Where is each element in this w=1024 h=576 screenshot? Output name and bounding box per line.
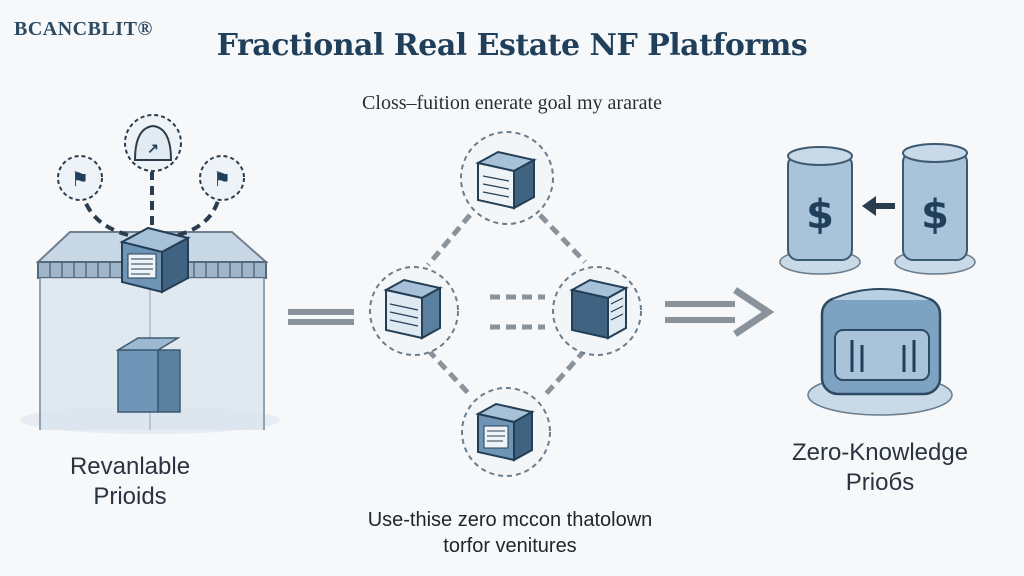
left-label-line2: Prioids bbox=[93, 483, 167, 510]
brand-logo: BCANCBLIT® bbox=[14, 18, 153, 40]
right-label-line1: Zero-Knowledge bbox=[791, 439, 969, 466]
coin-left: $ bbox=[779, 146, 861, 275]
left-label: Revanlable Prioids bbox=[30, 452, 230, 512]
page-title: Fractional Real Estate NF Platforms bbox=[216, 28, 808, 63]
network-node-right bbox=[552, 266, 642, 356]
arrow-coins bbox=[862, 196, 895, 216]
svg-text:⚑: ⚑ bbox=[213, 167, 231, 191]
network-links bbox=[426, 213, 587, 397]
svg-text:$: $ bbox=[806, 192, 834, 238]
bottom-caption: Use-thise zero mccon thatolown torfor ve… bbox=[300, 507, 720, 559]
right-label: Zero-Knowledge Prioбs bbox=[760, 438, 1000, 498]
left-nft-cube bbox=[119, 226, 191, 294]
arrow-left-to-center bbox=[288, 309, 354, 325]
bag-icon: ↗ bbox=[124, 114, 182, 172]
vault-cube bbox=[807, 288, 953, 416]
bottom-caption-line1: Use-thise zero mccon thatolown bbox=[367, 509, 653, 531]
svg-text:$: $ bbox=[921, 192, 949, 238]
network-node-bottom bbox=[461, 387, 551, 477]
right-label-line2: Prioбs bbox=[845, 469, 915, 496]
left-label-line1: Revanlable bbox=[69, 453, 191, 480]
coin-right: $ bbox=[894, 143, 976, 275]
left-platform bbox=[20, 231, 280, 434]
network-node-top bbox=[460, 131, 554, 225]
network-node-left bbox=[369, 266, 459, 356]
person-icon-left: ⚑ bbox=[57, 155, 103, 201]
bottom-caption-line2: torfor venitures bbox=[443, 535, 577, 557]
page-subtitle: Closs–fuition enerate goal my ararate bbox=[362, 92, 662, 114]
svg-text:↗: ↗ bbox=[147, 140, 159, 156]
svg-text:⚑: ⚑ bbox=[71, 167, 89, 191]
arrow-center-to-right bbox=[665, 287, 775, 337]
person-icon-right: ⚑ bbox=[199, 155, 245, 201]
